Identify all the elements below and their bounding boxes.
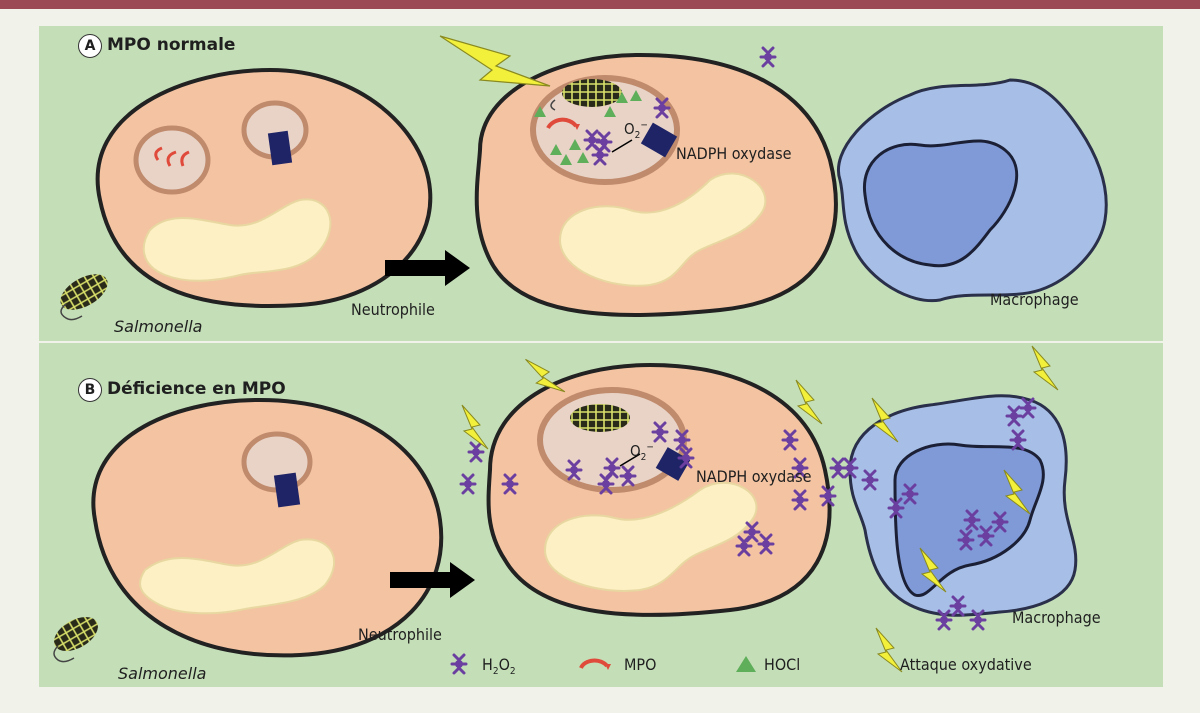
panel-divider xyxy=(39,341,1163,343)
legend-mpo-label: MPO xyxy=(624,655,657,674)
panel-b-title: Déficience en MPO xyxy=(107,379,286,399)
legend-h2o2-glyph xyxy=(450,653,468,675)
arrow-b xyxy=(390,562,475,598)
label-macrophage-a: Macrophage xyxy=(990,290,1079,309)
legend-attack-glyph xyxy=(875,627,903,673)
label-macrophage-b: Macrophage xyxy=(1012,608,1101,627)
panel-a-badge: A xyxy=(78,34,102,58)
legend-hocl-label: HOCl xyxy=(764,655,801,674)
legend-mpo-glyph xyxy=(579,658,609,669)
panel-a-title: MPO normale xyxy=(107,35,236,55)
label-neutrophile-b: Neutrophile xyxy=(358,625,442,644)
arrow-a xyxy=(385,250,470,286)
label-nadph-a: NADPH oxydase xyxy=(676,144,792,163)
label-superoxide-b: O2− xyxy=(630,442,654,463)
neutrophil-a-activated xyxy=(474,52,838,317)
label-salmonella-a: Salmonella xyxy=(114,317,203,336)
legend-h2o2-label: H2O2 xyxy=(482,655,516,678)
salmonella-b xyxy=(53,616,98,663)
panel-b-badge: B xyxy=(78,378,102,402)
top-bar xyxy=(0,0,1200,9)
neutrophil-a-resting xyxy=(95,67,433,309)
salmonella-a xyxy=(60,274,108,321)
label-superoxide-a: O2− xyxy=(624,120,648,141)
label-nadph-b: NADPH oxydase xyxy=(696,467,812,486)
legend-attack-label: Attaque oxydative xyxy=(900,655,1032,674)
label-neutrophile-a: Neutrophile xyxy=(351,300,435,319)
neutrophil-b-resting xyxy=(91,397,444,658)
macrophage-b xyxy=(841,394,1078,631)
legend-hocl-glyph xyxy=(736,656,756,672)
macrophage-a xyxy=(837,78,1108,303)
neutrophil-b-activated xyxy=(486,362,832,617)
label-salmonella-b: Salmonella xyxy=(118,664,207,683)
